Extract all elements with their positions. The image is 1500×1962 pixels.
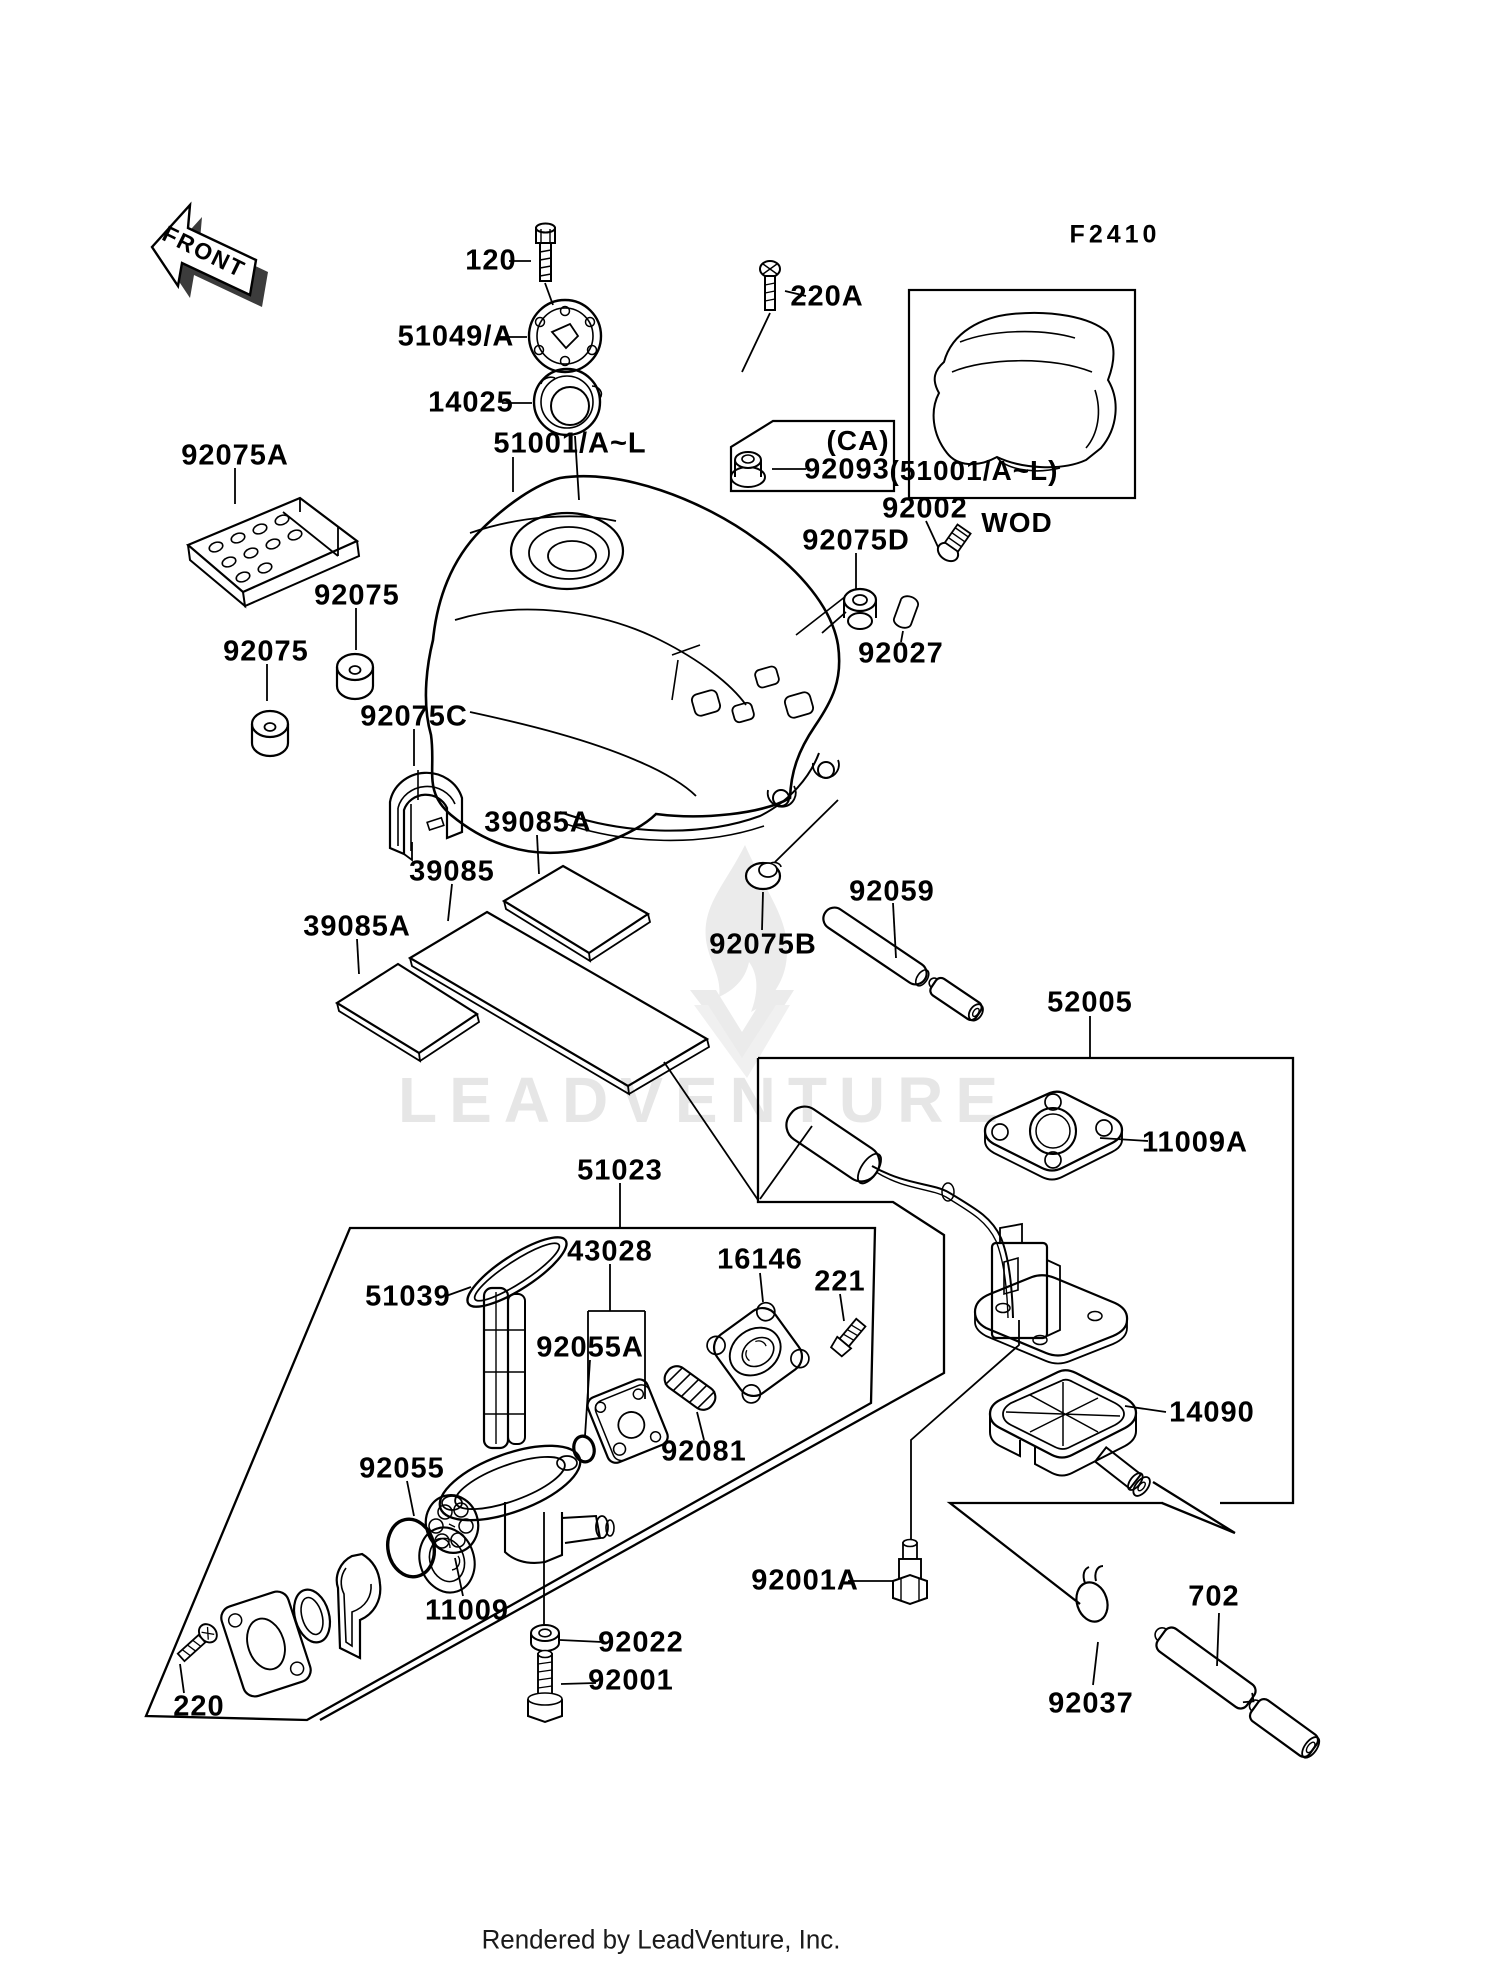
- oring-92055a-drawing: [572, 1434, 596, 1464]
- part-label-43028[interactable]: 43028: [567, 1235, 653, 1268]
- part-label-11009a[interactable]: 11009A: [1142, 1126, 1248, 1159]
- part-label-221[interactable]: 221: [814, 1265, 866, 1298]
- damper-92075b-drawing: [744, 861, 782, 891]
- bolt-92001-drawing: [527, 1649, 563, 1724]
- part-label-51039[interactable]: 51039: [365, 1280, 451, 1313]
- damper-92075d-drawing: [842, 587, 878, 630]
- gasket-11009a-drawing: [983, 1090, 1124, 1181]
- box-52005-outline: [319, 1056, 1295, 1722]
- part-label-92001[interactable]: 92001: [588, 1664, 674, 1697]
- wod-caption: WOD: [981, 507, 1053, 538]
- part-label-51023[interactable]: 51023: [577, 1154, 663, 1187]
- screw-221-drawing: [829, 1317, 867, 1358]
- fuel-cap-51049-drawing: [527, 298, 603, 374]
- part-label-702[interactable]: 702: [1188, 1580, 1240, 1613]
- part-label-92037[interactable]: 92037: [1048, 1687, 1134, 1720]
- leadventure-watermark: LEADVENTURE: [398, 845, 1010, 1136]
- fuel-sender-52005-drawing: [785, 1105, 1129, 1365]
- part-label-51049[interactable]: 51049/A: [397, 320, 515, 353]
- part-label-92075-lower[interactable]: 92075: [223, 635, 309, 668]
- part-label-39085[interactable]: 39085: [409, 855, 495, 888]
- part-label-92075c[interactable]: 92075C: [360, 700, 468, 733]
- part-label-92075b[interactable]: 92075B: [709, 928, 817, 961]
- part-label-11009[interactable]: 11009: [424, 1594, 510, 1627]
- cap-ring-14025-drawing: [532, 367, 603, 437]
- tank-cover-drawing: [932, 311, 1117, 472]
- part-label-92093[interactable]: 92093: [804, 453, 890, 486]
- part-label-14025[interactable]: 14025: [428, 386, 514, 419]
- part-label-92081[interactable]: 92081: [661, 1435, 747, 1468]
- damper-92075-upper-drawing: [335, 652, 375, 701]
- part-label-39085a-left[interactable]: 39085A: [303, 910, 411, 943]
- part-label-92055[interactable]: 92055: [359, 1452, 445, 1485]
- pointer-lines-mid: [234, 468, 897, 975]
- front-arrow-icon: [150, 201, 268, 307]
- part-label-16146[interactable]: 16146: [717, 1243, 803, 1276]
- clamp-92037-drawing: [1075, 1565, 1109, 1623]
- part-label-92002[interactable]: 92002: [882, 492, 968, 525]
- part-label-14090[interactable]: 14090: [1169, 1396, 1255, 1429]
- part-label-52005[interactable]: 52005: [1047, 986, 1133, 1019]
- clamp-92075c-drawing: [388, 770, 464, 862]
- fuel-tank-51001-drawing: [424, 474, 847, 855]
- part-label-51001[interactable]: 51001/A~L: [493, 427, 647, 460]
- part-label-220a[interactable]: 220A: [790, 280, 864, 313]
- part-label-92075-upper[interactable]: 92075: [314, 579, 400, 612]
- bolt-120-drawing: [535, 222, 556, 282]
- flame-watermark-icon: [705, 845, 788, 1012]
- pointer-lines-52005: [663, 1016, 1220, 1686]
- plate-43028-drawing: [586, 1378, 669, 1464]
- inset-51001-label: (51001/A~L): [889, 455, 1059, 486]
- part-label-92075d[interactable]: 92075D: [802, 524, 910, 557]
- gasket-51039-drawing: [466, 1236, 568, 1308]
- cover-16146-drawing: [706, 1301, 810, 1404]
- bracket-92075a-drawing: [185, 496, 361, 609]
- pointer-lines-petcock: [179, 1183, 893, 1694]
- pad-39085a-left-drawing: [334, 962, 481, 1063]
- collar-92027-drawing: [892, 595, 920, 629]
- hose-92059-drawing: [822, 906, 984, 1022]
- part-label-92055a[interactable]: 92055A: [536, 1331, 644, 1364]
- part-label-92075a[interactable]: 92075A: [181, 439, 289, 472]
- ca-region-label: (CA): [826, 425, 890, 456]
- pad-39085-drawing: [407, 910, 711, 1096]
- part-label-220[interactable]: 220: [173, 1690, 225, 1723]
- cover-14090-drawing: [988, 1369, 1151, 1497]
- part-label-92022[interactable]: 92022: [598, 1626, 684, 1659]
- part-label-39085a-top[interactable]: 39085A: [484, 806, 592, 839]
- part-label-92059[interactable]: 92059: [849, 875, 935, 908]
- pad-39085a-top-drawing: [501, 864, 652, 963]
- rendered-by-footer: Rendered by LeadVenture, Inc.: [481, 1924, 841, 1955]
- damper-92075-lower-drawing: [250, 709, 290, 758]
- screw-220-drawing: [176, 1623, 218, 1663]
- nut-92022-drawing: [530, 1624, 560, 1652]
- svg-text:LEADVENTURE: LEADVENTURE: [398, 1064, 1010, 1136]
- diagram-code: F2410: [1069, 220, 1161, 249]
- ca-inset-box: [729, 419, 896, 493]
- part-label-120[interactable]: 120: [465, 244, 517, 277]
- bolt-92002-drawing: [936, 523, 972, 563]
- spring-92081-drawing: [663, 1365, 717, 1411]
- wod-inset-box: [907, 288, 1137, 500]
- part-label-92001a[interactable]: 92001A: [751, 1564, 859, 1597]
- filter-11009-drawing: [424, 1494, 480, 1554]
- screw-92001a-drawing: [892, 1538, 928, 1606]
- part-label-92027[interactable]: 92027: [858, 637, 944, 670]
- lever-gasket-chain-drawing: [220, 1552, 382, 1698]
- screw-220a-drawing: [759, 260, 781, 311]
- hose-702-drawing: [1154, 1626, 1321, 1759]
- box-51023-outline: [144, 1226, 877, 1722]
- grommet-92093-drawing: [730, 451, 766, 488]
